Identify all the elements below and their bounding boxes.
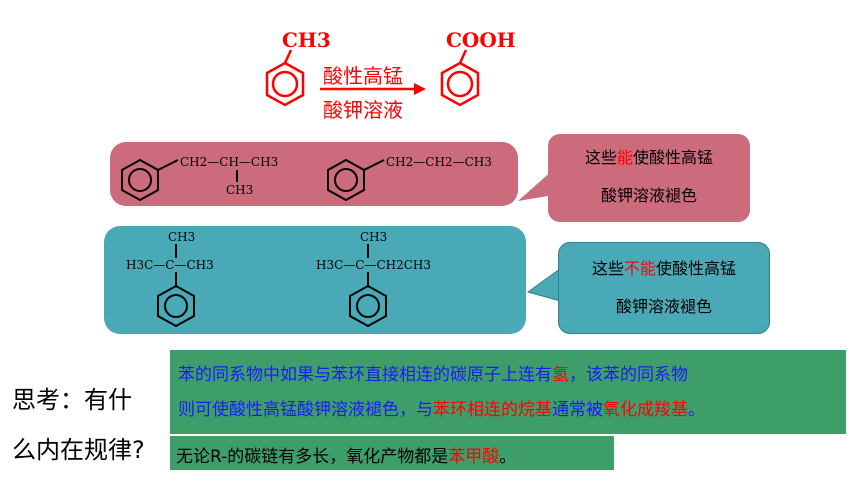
summary-p3: 无论R-的碳链有多长，氧化产物都是	[176, 447, 449, 467]
summary-line3-box	[170, 436, 614, 470]
summary-p2-end: 。	[688, 400, 705, 420]
summary-line2: 则可使酸性高锰酸钾溶液褪色，与苯环相连的烷基通常被氧化成羧基。	[178, 395, 705, 420]
reagent-top: 酸性高锰	[323, 64, 403, 88]
product-group: COOH	[446, 28, 516, 52]
toluene-structure	[265, 49, 305, 107]
tbutyl-row: H3C—C—CH3	[126, 258, 214, 272]
reagent-bottom: 酸钾溶液	[323, 98, 403, 122]
pink-bubble-pre: 这些	[584, 148, 617, 167]
mol1-chain: CH2—CH—CH3	[180, 155, 279, 169]
cumene-like-structure	[121, 158, 179, 202]
tpentylbenzene-ring	[349, 272, 387, 328]
question-line2: 么内在规律?	[12, 436, 145, 464]
pink-panel	[110, 142, 518, 206]
teal-bubble-post: 使酸性高锰	[656, 259, 737, 278]
summary-p1-end: ，该苯的同系物	[569, 365, 688, 385]
summary-p1: 苯的同系物中如果与苯环直接相连的碳原子上连有	[178, 365, 552, 385]
tpentyl-top: CH3	[360, 230, 388, 244]
mol2-chain: CH2—CH2—CH3	[386, 155, 492, 169]
summary-p2-red1: 苯环相连的烷基	[433, 400, 552, 420]
pink-bubble-tail	[518, 169, 554, 201]
summary-p2-mid: 通常被	[552, 400, 603, 420]
propylbenzene-structure	[327, 158, 385, 202]
tpentyl-row: H3C—C—CH2CH3	[316, 258, 432, 272]
pink-bubble-post: 使酸性高锰	[633, 148, 714, 167]
benzoic-acid-structure	[440, 49, 480, 107]
question-line1: 思考：有什	[12, 386, 132, 414]
summary-p2-red2: 氧化成羧基	[603, 400, 688, 420]
mol1-branch: CH3	[226, 183, 254, 197]
teal-bubble: 这些不能使酸性高锰 酸钾溶液褪色	[558, 242, 770, 334]
tbutylbenzene-ring	[157, 272, 195, 328]
tpentyl-bond-up	[367, 244, 369, 258]
teal-bubble-pre: 这些	[591, 259, 624, 278]
summary-box	[170, 350, 846, 434]
tbutyl-bond-up	[175, 244, 177, 258]
summary-p2: 则可使酸性高锰酸钾溶液褪色，与	[178, 400, 433, 420]
mol1-branch-bond	[236, 170, 238, 182]
summary-line3: 无论R-的碳链有多长，氧化产物都是苯甲酸。	[176, 442, 516, 467]
summary-p3-red: 苯甲酸	[448, 447, 500, 467]
pink-bubble: 这些能使酸性高锰 酸钾溶液褪色	[548, 134, 750, 222]
reactant-group: CH3	[282, 28, 331, 52]
summary-line1: 苯的同系物中如果与苯环直接相连的碳原子上连有氢，该苯的同系物	[178, 360, 688, 385]
pink-bubble-highlight: 能	[616, 148, 633, 167]
reaction-arrow	[320, 83, 426, 95]
summary-p3-end: 。	[499, 447, 517, 467]
tbutyl-top: CH3	[168, 230, 196, 244]
teal-bubble-highlight: 不能	[623, 259, 656, 278]
teal-bubble-line2: 酸钾溶液褪色	[615, 297, 712, 316]
pink-bubble-line2: 酸钾溶液褪色	[600, 186, 697, 205]
summary-p1-red: 氢	[552, 365, 569, 385]
